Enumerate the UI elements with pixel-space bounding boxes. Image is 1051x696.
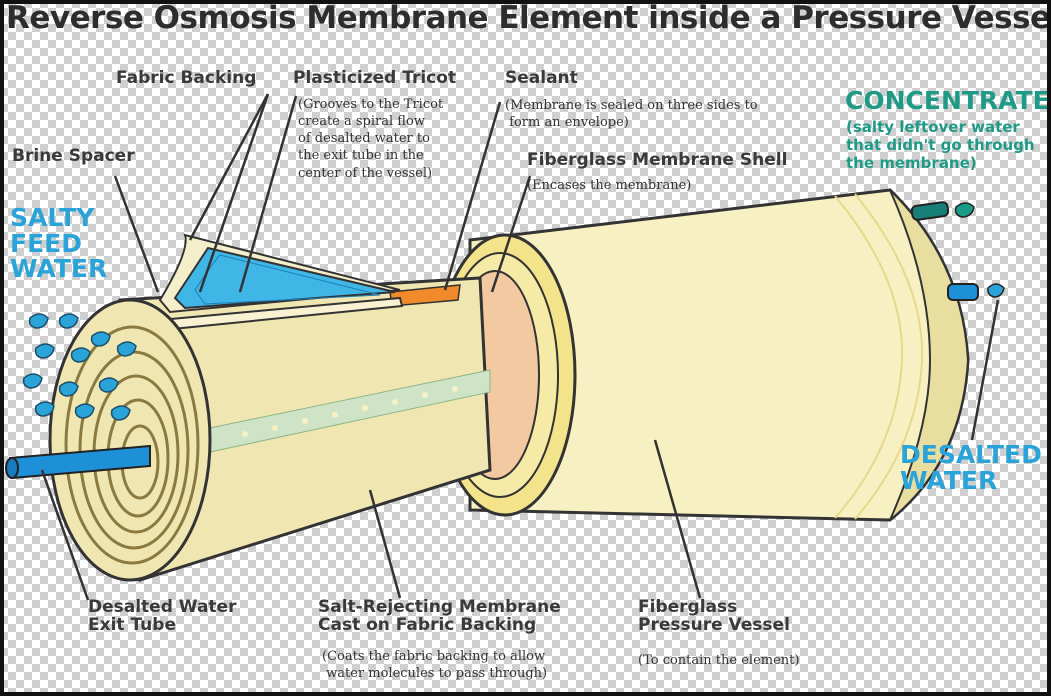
- feed-water-droplets: [22, 313, 137, 421]
- note-plasticized-tricot: (Grooves to the Tricot create a spiral f…: [298, 97, 444, 181]
- desalted-outlet-pipe: [947, 283, 979, 301]
- note-fiberglass-pressure-vessel: (To contain the element): [638, 653, 800, 668]
- label-salty-feed-water: SALTY FEED WATER: [10, 203, 108, 283]
- label-fiberglass-pressure-vessel: Fiberglass Pressure Vessel: [638, 597, 790, 635]
- label-desalted-water: DESALTED WATER: [900, 440, 1042, 495]
- note-concentrate: (salty leftover water that didn't go thr…: [846, 118, 1035, 172]
- label-fiberglass-membrane-shell: Fiberglass Membrane Shell: [527, 150, 788, 170]
- peeled-layers: [158, 233, 404, 332]
- concentrate-outlet-pipe: [910, 201, 950, 221]
- label-salt-rejecting-membrane: Salt-Rejecting Membrane Cast on Fabric B…: [318, 597, 561, 635]
- desalted-droplet: [987, 283, 1005, 298]
- note-fiberglass-membrane-shell: (Encases the membrane): [527, 178, 692, 193]
- leader-lines: [40, 93, 1000, 601]
- label-desalted-water-exit-tube: Desalted Water Exit Tube: [88, 597, 237, 635]
- exit-tube: [5, 444, 151, 480]
- label-concentrate: CONCENTRATE: [845, 86, 1050, 115]
- label-brine-spacer: Brine Spacer: [12, 146, 135, 166]
- note-salt-rejecting-membrane: (Coats the fabric backing to allow water…: [322, 649, 548, 682]
- diagram-title: Reverse Osmosis Membrane Element inside …: [6, 0, 1051, 36]
- concentrate-droplet: [954, 202, 975, 218]
- label-plasticized-tricot: Plasticized Tricot: [293, 68, 457, 88]
- label-fabric-backing: Fabric Backing: [116, 68, 257, 88]
- label-sealant: Sealant: [505, 68, 578, 88]
- note-sealant: (Membrane is sealed on three sides to fo…: [505, 98, 758, 131]
